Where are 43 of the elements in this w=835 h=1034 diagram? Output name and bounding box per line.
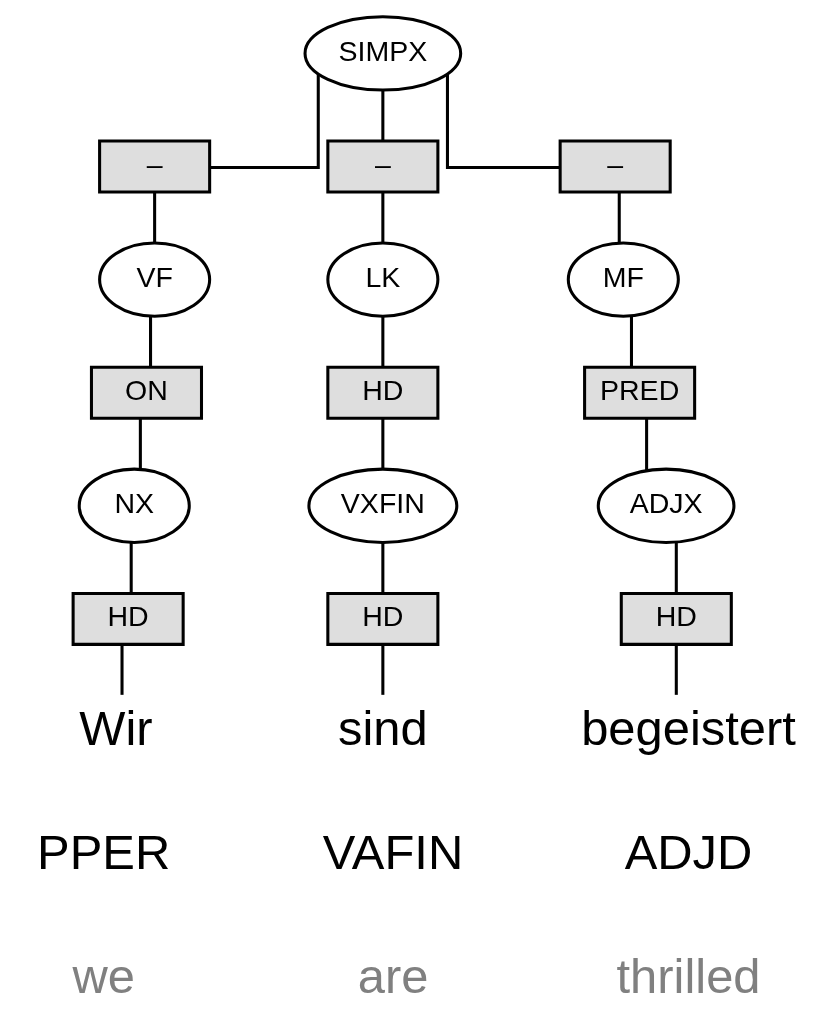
connector: [381, 644, 385, 695]
node-ellipse: ADJX: [596, 467, 736, 544]
connector: [617, 192, 621, 243]
node-ellipse: SIMPX: [303, 15, 463, 92]
connector: [210, 74, 320, 170]
connector: [381, 90, 385, 141]
label: PPER: [37, 824, 171, 879]
label: thrilled: [616, 949, 761, 1004]
node-ellipse: NX: [77, 467, 191, 544]
label: ADJD: [624, 824, 753, 879]
label: are: [357, 949, 429, 1004]
connector: [381, 542, 385, 594]
connector: [629, 316, 633, 367]
node-text: sind: [338, 700, 428, 755]
node-ellipse: LK: [326, 241, 440, 318]
node-ellipse: VF: [98, 241, 212, 318]
node-box: ON: [89, 365, 203, 420]
node-box: –: [98, 139, 212, 194]
node-ellipse: VXFIN: [307, 467, 459, 544]
connector: [381, 316, 385, 368]
node-box: HD: [71, 591, 185, 646]
node-box: HD: [619, 591, 733, 646]
connector: [153, 192, 157, 243]
connector: [120, 644, 124, 695]
connector: [149, 316, 153, 368]
node-text: begeistert: [581, 700, 796, 755]
node-box: –: [326, 139, 440, 194]
node-box: HD: [326, 365, 440, 420]
connector: [138, 418, 142, 469]
connector: [445, 74, 560, 170]
connector: [674, 644, 678, 695]
node-box: –: [558, 139, 672, 194]
node-box: HD: [326, 591, 440, 646]
connector: [381, 192, 385, 243]
connector: [129, 542, 133, 594]
node-text: Wir: [79, 700, 153, 755]
node-box: PRED: [583, 365, 697, 420]
connector: [674, 542, 678, 593]
node-ellipse: MF: [566, 241, 680, 318]
connector: [381, 418, 385, 469]
label: we: [72, 949, 135, 1004]
connector: [645, 418, 649, 471]
label: VAFIN: [322, 824, 464, 879]
